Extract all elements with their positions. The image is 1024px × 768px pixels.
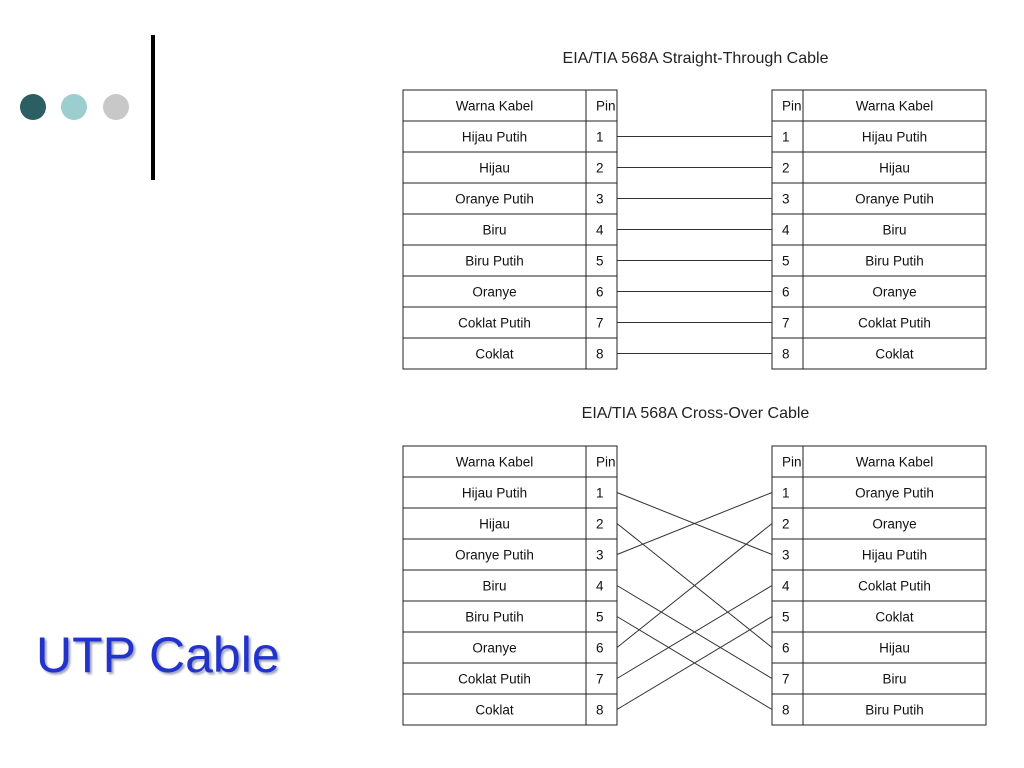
straight-right-header-color: Warna Kabel	[856, 99, 934, 114]
cross-right-pin-cell: 8	[782, 703, 790, 718]
cross-left-header-color: Warna Kabel	[456, 455, 534, 470]
bullet-dot-gray	[103, 94, 129, 120]
cross-left-pin-cell: 5	[596, 610, 604, 625]
bullet-dot-dark	[20, 94, 46, 120]
cross-right-pin-cell: 4	[782, 579, 790, 594]
straight-right-color-cell: Coklat Putih	[858, 316, 931, 331]
cross-left-color-cell: Oranye Putih	[455, 548, 534, 563]
cross-left-color-cell: Biru Putih	[465, 610, 524, 625]
cross-right-header-color: Warna Kabel	[856, 455, 934, 470]
straight-right-pin-cell: 8	[782, 347, 790, 362]
straight-left-color-cell: Oranye Putih	[455, 192, 534, 207]
cross-right-header-pin: Pin	[782, 455, 802, 470]
straight-right-color-cell: Hijau	[879, 161, 910, 176]
straight-right-pin-cell: 3	[782, 192, 790, 207]
straight-right-pin-cell: 4	[782, 223, 790, 238]
straight-right-color-cell: Biru Putih	[865, 254, 924, 269]
straight-left-color-cell: Hijau Putih	[462, 130, 527, 145]
cross-left-pin-cell: 6	[596, 641, 604, 656]
cross-right-color-cell: Coklat	[875, 610, 914, 625]
straight-right-color-cell: Hijau Putih	[862, 130, 927, 145]
cross-wire-3-to-1	[616, 492, 773, 555]
straight-right-color-cell: Biru	[882, 223, 906, 238]
cross-left-pin-cell: 7	[596, 672, 604, 687]
divider-bar	[151, 35, 155, 180]
cross-wire-6-to-2	[616, 523, 773, 648]
straight-right-pin-cell: 7	[782, 316, 790, 331]
straight-left-color-cell: Coklat	[475, 347, 514, 362]
straight-right-color-cell: Oranye Putih	[855, 192, 934, 207]
cross-right-pin-cell: 1	[782, 486, 790, 501]
cross-left-pin-cell: 2	[596, 517, 604, 532]
straight-right-pin-cell: 5	[782, 254, 790, 269]
cross-left-pin-cell: 1	[596, 486, 604, 501]
straight-left-pin-cell: 5	[596, 254, 604, 269]
cross-wire-7-to-4	[616, 585, 773, 679]
straight-left-pin-cell: 2	[596, 161, 604, 176]
cross-right-color-cell: Hijau Putih	[862, 548, 927, 563]
cross-over-title: EIA/TIA 568A Cross-Over Cable	[581, 405, 810, 422]
cross-wires	[616, 492, 773, 710]
cross-left-pin-cell: 4	[596, 579, 604, 594]
cross-left-color-cell: Coklat Putih	[458, 672, 531, 687]
cross-left-pin-cell: 3	[596, 548, 604, 563]
cross-right-pin-cell: 2	[782, 517, 790, 532]
straight-right-color-cell: Oranye	[872, 285, 916, 300]
slide-title: UTP Cable	[36, 627, 280, 683]
cross-left-color-cell: Biru	[482, 579, 506, 594]
straight-left-header-pin: Pin	[596, 99, 616, 114]
cross-left-color-cell: Hijau Putih	[462, 486, 527, 501]
cross-right-pin-cell: 7	[782, 672, 790, 687]
cross-left-color-cell: Coklat	[475, 703, 514, 718]
straight-left-color-cell: Coklat Putih	[458, 316, 531, 331]
straight-left-pin-cell: 6	[596, 285, 604, 300]
cross-right-color-cell: Biru	[882, 672, 906, 687]
straight-left-color-cell: Hijau	[479, 161, 510, 176]
cross-left-color-cell: Hijau	[479, 517, 510, 532]
straight-left-header-color: Warna Kabel	[456, 99, 534, 114]
cross-right-pin-cell: 3	[782, 548, 790, 563]
cross-left-pin-cell: 8	[596, 703, 604, 718]
straight-left-pin-cell: 7	[596, 316, 604, 331]
straight-through-title: EIA/TIA 568A Straight-Through Cable	[562, 50, 829, 67]
straight-right-pin-cell: 6	[782, 285, 790, 300]
cross-right-color-cell: Oranye	[872, 517, 916, 532]
cross-right-pin-cell: 6	[782, 641, 790, 656]
cross-left-color-cell: Oranye	[472, 641, 516, 656]
bullet-dot-teal	[61, 94, 87, 120]
straight-right-header-pin: Pin	[782, 99, 802, 114]
cross-right-color-cell: Biru Putih	[865, 703, 924, 718]
straight-right-pin-cell: 2	[782, 161, 790, 176]
cross-wire-8-to-5	[616, 616, 773, 710]
straight-right-pin-cell: 1	[782, 130, 790, 145]
straight-left-pin-cell: 4	[596, 223, 604, 238]
straight-left-pin-cell: 8	[596, 347, 604, 362]
straight-wires	[617, 136, 772, 354]
cross-right-color-cell: Coklat Putih	[858, 579, 931, 594]
straight-left-pin-cell: 1	[596, 130, 604, 145]
straight-left-pin-cell: 3	[596, 192, 604, 207]
straight-left-color-cell: Oranye	[472, 285, 516, 300]
straight-left-color-cell: Biru	[482, 223, 506, 238]
straight-left-color-cell: Biru Putih	[465, 254, 524, 269]
cross-right-pin-cell: 5	[782, 610, 790, 625]
cross-left-header-pin: Pin	[596, 455, 616, 470]
cross-right-color-cell: Oranye Putih	[855, 486, 934, 501]
cross-right-color-cell: Hijau	[879, 641, 910, 656]
straight-right-color-cell: Coklat	[875, 347, 914, 362]
